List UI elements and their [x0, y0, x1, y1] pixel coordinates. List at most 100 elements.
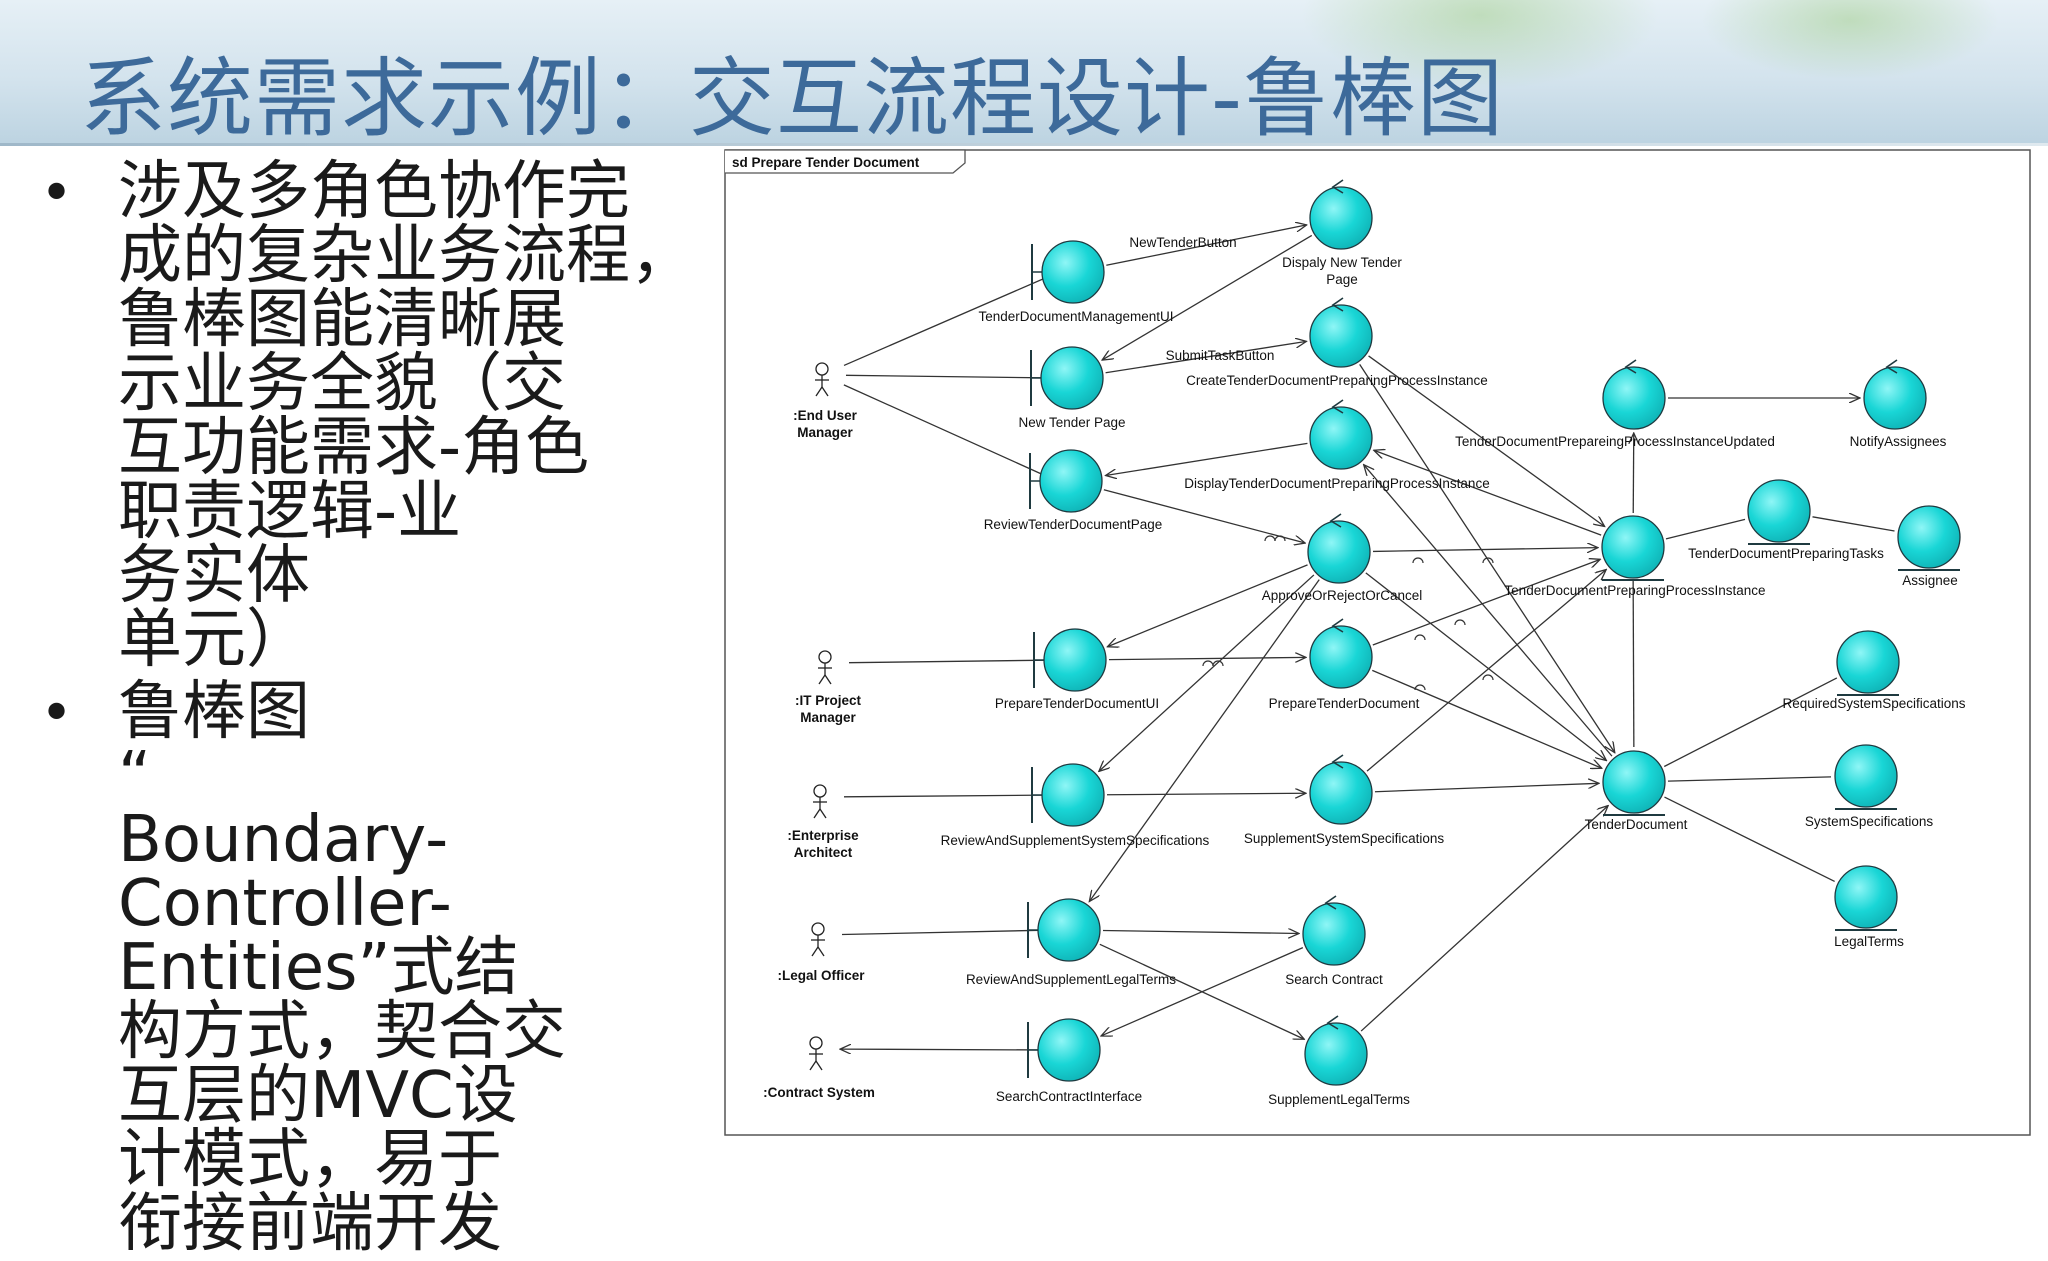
- actor[interactable]: [811, 922, 825, 957]
- entity-element[interactable]: [1834, 744, 1898, 810]
- control-element[interactable]: [1309, 754, 1373, 825]
- boundary-label: New Tender Page: [1018, 415, 1125, 430]
- entity-element[interactable]: [1601, 515, 1665, 581]
- entity-element[interactable]: [1834, 865, 1898, 931]
- line-crossing-hop: [1212, 660, 1224, 667]
- entity-element[interactable]: [1747, 479, 1811, 545]
- entity-label: LegalTerms: [1834, 934, 1904, 949]
- association-line: [1368, 355, 1605, 527]
- association-line: [1364, 465, 1613, 757]
- boundary-element[interactable]: [1027, 898, 1101, 962]
- bullet-list: •涉及多角色协作完成的复杂业务流程，鲁棒图能清晰展示业务全貌（交互功能需求-角色…: [40, 160, 700, 1256]
- actor-label: :Legal Officer: [777, 968, 865, 983]
- control-label: SupplementLegalTerms: [1268, 1092, 1410, 1107]
- line-crossing-hop: [1274, 535, 1286, 542]
- entity-label: TenderDocument: [1585, 817, 1688, 832]
- association-line: [843, 272, 1056, 367]
- control-label: CreateTenderDocumentPreparingProcessInst…: [1186, 373, 1488, 388]
- association-line: [848, 659, 1058, 664]
- association-line: [1365, 572, 1607, 761]
- line-crossing-hop: [1454, 619, 1466, 626]
- association-line: [840, 1049, 1052, 1050]
- association-line: [1102, 234, 1313, 360]
- association-line: [841, 929, 1052, 936]
- control-element[interactable]: [1302, 895, 1366, 966]
- bullet-dot-icon: •: [40, 161, 74, 226]
- boundary-element[interactable]: [1033, 628, 1107, 692]
- entity-element[interactable]: [1897, 505, 1961, 571]
- line-crossing-hop: [1414, 684, 1426, 691]
- boundary-label: ReviewTenderDocumentPage: [984, 517, 1163, 532]
- control-element[interactable]: [1309, 297, 1373, 368]
- association-line: [1099, 574, 1315, 771]
- association-line: [1107, 564, 1308, 647]
- entity-label: Assignee: [1902, 573, 1958, 588]
- entity-element[interactable]: [1602, 750, 1666, 816]
- control-element[interactable]: [1307, 513, 1371, 584]
- control-element[interactable]: [1304, 1015, 1368, 1086]
- diagram-frame: [724, 149, 2031, 1136]
- association-line: [1664, 796, 1835, 883]
- bullet-item: •鲁棒图“Boundary-Controller-Entities”式结构方式，…: [40, 680, 700, 1256]
- control-label: PrepareTenderDocument: [1269, 696, 1420, 711]
- control-element[interactable]: [1602, 359, 1666, 430]
- line-crossing-hop: [1414, 634, 1426, 641]
- association-line: [843, 794, 1056, 798]
- boundary-element[interactable]: [1029, 449, 1103, 513]
- association-line: [1372, 559, 1600, 646]
- actor[interactable]: [815, 362, 829, 397]
- association-line: [1632, 580, 1635, 748]
- control-element[interactable]: [1863, 359, 1927, 430]
- control-element[interactable]: [1309, 399, 1373, 470]
- bullet-dot-icon: •: [40, 681, 74, 746]
- association-line: [1105, 341, 1307, 374]
- bullet-item: •涉及多角色协作完成的复杂业务流程，鲁棒图能清晰展示业务全貌（交互功能需求-角色…: [40, 160, 700, 672]
- control-label: Search Contract: [1285, 972, 1383, 987]
- boundary-label: PrepareTenderDocumentUI: [995, 696, 1159, 711]
- bullet-text: 涉及多角色协作完成的复杂业务流程，鲁棒图能清晰展示业务全貌（交互功能需求-角色职…: [118, 155, 694, 677]
- association-line: [1374, 450, 1602, 536]
- actor[interactable]: [813, 784, 827, 819]
- association-line: [1106, 225, 1306, 266]
- entity-label: SystemSpecifications: [1805, 814, 1934, 829]
- line-crossing-hop: [1482, 674, 1494, 681]
- actor[interactable]: [809, 1036, 823, 1071]
- line-crossing-hop: [1412, 557, 1424, 564]
- slide-title: 系统需求示例：交互流程设计-鲁棒图: [80, 49, 1505, 149]
- boundary-element[interactable]: [1027, 1018, 1101, 1082]
- entity-label: TenderDocumentPreparingTasks: [1688, 546, 1884, 561]
- control-label: TenderDocumentPrepareingProcessInstanceU…: [1455, 434, 1775, 449]
- association-lines: [840, 225, 1895, 1050]
- boundary-element[interactable]: [1030, 346, 1104, 410]
- association-line: [843, 384, 1054, 480]
- boundary-element[interactable]: [1031, 240, 1105, 304]
- association-line: [1366, 570, 1606, 772]
- association-line: [1372, 548, 1598, 552]
- title-band: [0, 0, 2048, 145]
- entity-element[interactable]: [1836, 630, 1900, 696]
- frame-title-tab: [725, 149, 966, 174]
- diagram-elements: [809, 179, 1961, 1086]
- control-element[interactable]: [1309, 179, 1373, 250]
- association-line: [1106, 793, 1306, 794]
- message-label: NewTenderButton: [1129, 235, 1236, 250]
- association-line: [1812, 516, 1895, 532]
- boundary-element[interactable]: [1031, 763, 1105, 827]
- association-line: [1374, 783, 1599, 793]
- control-element[interactable]: [1309, 618, 1373, 689]
- association-line: [1360, 806, 1608, 1032]
- association-line: [1102, 931, 1299, 934]
- control-label: DisplayTenderDocumentPreparingProcessIns…: [1184, 476, 1489, 491]
- boundary-label: TenderDocumentManagementUI: [978, 309, 1173, 324]
- association-line: [1089, 579, 1320, 902]
- association-line: [1108, 657, 1306, 659]
- actor-label: :Contract System: [763, 1085, 875, 1100]
- actor[interactable]: [818, 650, 832, 685]
- bullet-text: 鲁棒图“Boundary-Controller-Entities”式结构方式，契…: [118, 675, 566, 1261]
- title-divider: [0, 143, 2048, 146]
